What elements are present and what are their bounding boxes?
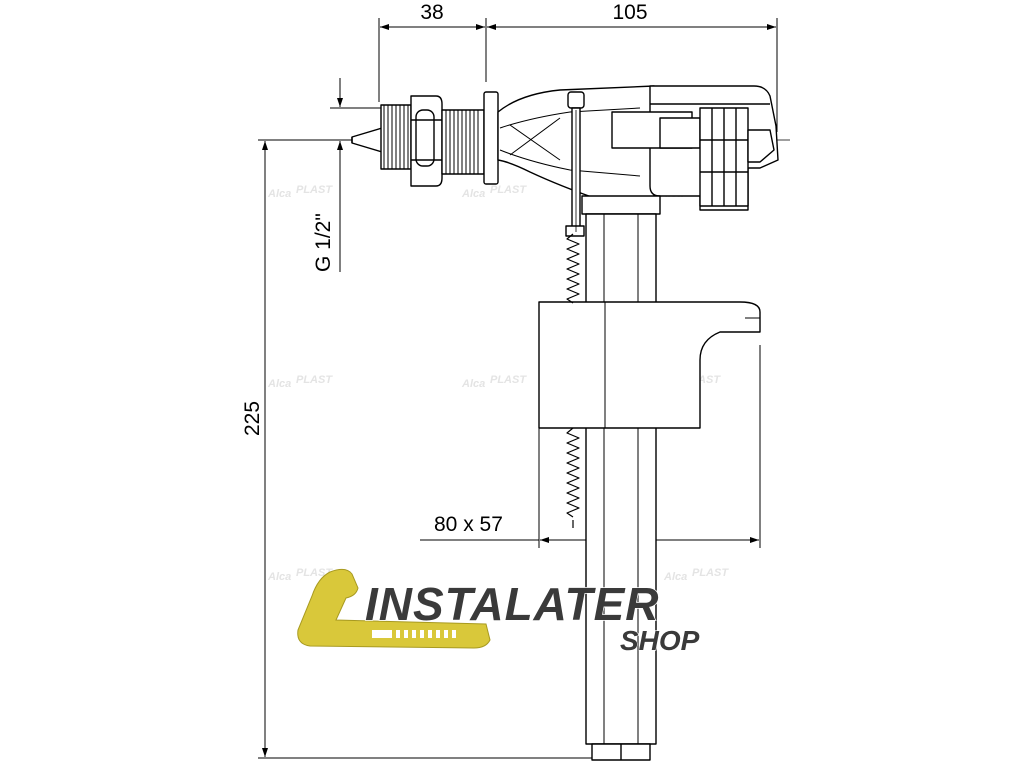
watermark: Alca PLAST — [267, 374, 333, 390]
watermark: Alca PLAST — [267, 184, 333, 200]
svg-text:PLAST: PLAST — [296, 184, 333, 196]
svg-text:PLAST: PLAST — [490, 184, 527, 196]
logo-word-shop: SHOP — [620, 625, 700, 656]
body-base — [581, 195, 661, 215]
watermark: Alca PLAST — [663, 567, 729, 583]
threaded-inlet — [380, 104, 412, 170]
dim-thread: G 1/2" — [312, 213, 335, 272]
spring-lower — [566, 427, 580, 528]
svg-text:PLAST: PLAST — [692, 567, 729, 579]
logo-word-instalater: INSTALATER — [365, 578, 660, 630]
watermark: Alca PLAST — [461, 184, 527, 200]
threaded-shank — [441, 109, 485, 175]
svg-text:Alca: Alca — [461, 378, 485, 390]
lock-nut — [410, 95, 443, 187]
instalater-shop-logo: INSTALATER SHOP — [297, 568, 700, 657]
fill-valve — [351, 85, 779, 761]
svg-text:Alca: Alca — [267, 188, 291, 200]
svg-text:Alca: Alca — [267, 571, 291, 583]
main-tube — [585, 213, 657, 761]
svg-text:PLAST: PLAST — [296, 374, 333, 386]
svg-text:Alca: Alca — [461, 188, 485, 200]
valve-housing — [611, 85, 779, 211]
wrench-icon — [297, 568, 491, 649]
flange-washer — [483, 91, 499, 185]
dim-float: 80 x 57 — [434, 513, 503, 536]
svg-text:PLAST: PLAST — [490, 374, 527, 386]
adjuster-rod — [565, 91, 585, 237]
float — [538, 301, 761, 429]
dim-38: 38 — [420, 1, 443, 24]
inlet-pin — [351, 127, 383, 153]
svg-text:Alca: Alca — [663, 571, 687, 583]
svg-text:Alca: Alca — [267, 378, 291, 390]
dim-225: 225 — [241, 401, 264, 436]
spring-upper — [566, 233, 580, 304]
watermark: Alca PLAST — [461, 374, 527, 390]
dim-105: 105 — [612, 1, 647, 24]
